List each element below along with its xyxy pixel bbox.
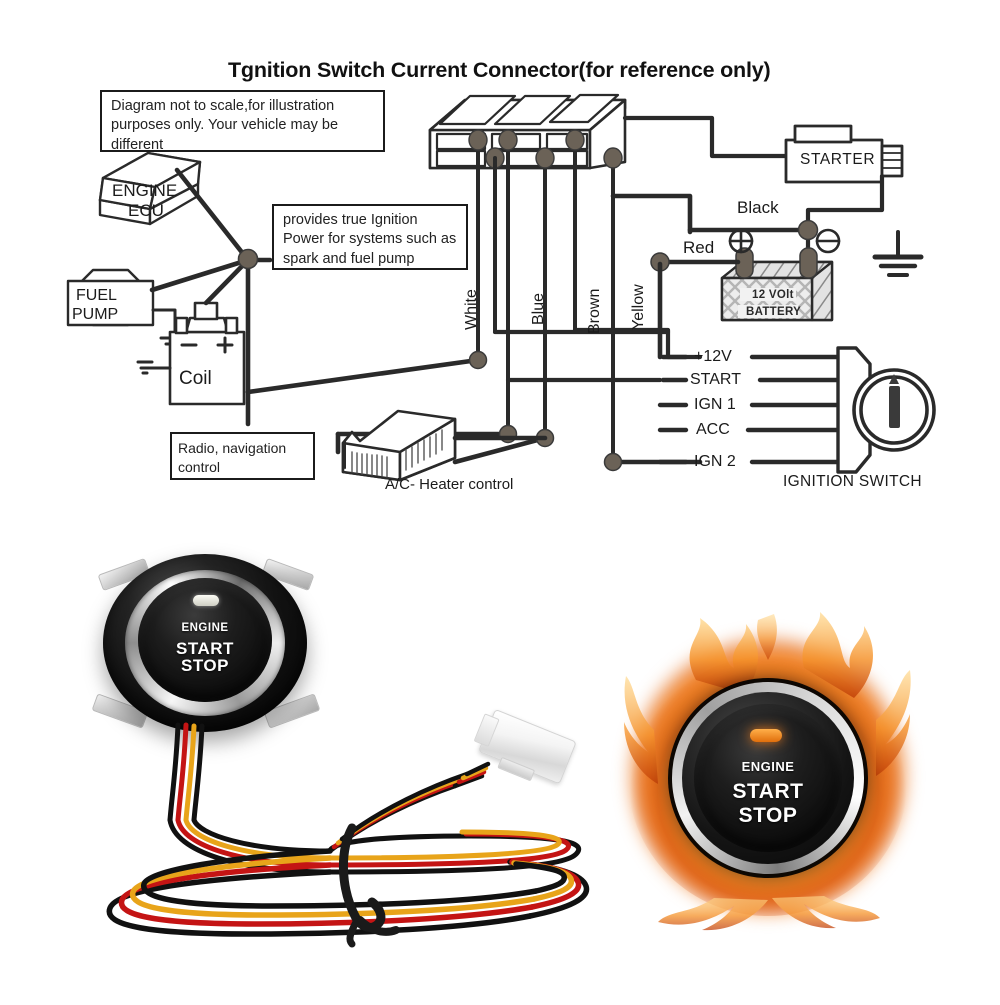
button-face[interactable]: ENGINE START STOP (138, 578, 272, 702)
fuel-pump-label-line1: FUEL (76, 287, 117, 304)
terminal-label-start: START (690, 371, 741, 388)
start-stop-button-right: ENGINE START STOP (608, 610, 928, 940)
terminal-label-12v: +12V (694, 348, 732, 365)
diagram-title: Tgnition Switch Current Connector(for re… (228, 58, 771, 82)
harness-wires (0, 520, 1000, 1000)
note-ignition-power: provides true Ignition Power for systems… (272, 204, 468, 270)
button-text-engine: ENGINE (181, 621, 229, 634)
wire-label-white: White (463, 289, 480, 330)
ignition-switch-label: IGNITION SWITCH (783, 473, 922, 490)
diagram-lines (66, 93, 936, 482)
product-photos: ENGINE START STOP (0, 520, 1000, 1000)
radio-navigation-box: Radio, navigation control (170, 432, 315, 480)
coil-label: Coil (179, 368, 212, 389)
terminal-label-acc: ACC (696, 421, 730, 438)
button-text-engine-right: ENGINE (741, 759, 795, 775)
engine-ecu-label-line2: ECU (128, 201, 164, 220)
ac-heater-label: A/C- Heater control (385, 476, 514, 493)
wire-label-yellow: Yellow (630, 284, 647, 330)
note-disclaimer: Diagram not to scale,for illustration pu… (100, 90, 385, 153)
radio-label-line2: control (178, 458, 221, 475)
starter-label: STARTER (800, 151, 876, 168)
button-text-stop-right: STOP (738, 803, 798, 827)
wire-label-red: Red (683, 238, 715, 257)
button-face-right[interactable]: ENGINE START STOP (694, 704, 842, 852)
button-text-start-right: START (732, 779, 804, 803)
start-stop-button-left: ENGINE START STOP (85, 542, 325, 752)
terminal-label-ign1: IGN 1 (694, 396, 736, 413)
battery-label-line2: BATTERY (746, 306, 802, 318)
wire-label-brown: Brown (586, 288, 603, 334)
battery-label-line1: 12 VOlt (752, 289, 794, 301)
button-text-start: START (176, 639, 234, 658)
indicator-led (192, 595, 219, 607)
wire-label-blue: Blue (530, 292, 547, 325)
zip-tie (339, 823, 400, 948)
terminal-label-ign2: IGN 2 (694, 453, 736, 470)
indicator-led-right (750, 729, 783, 743)
fuel-pump-label-line2: PUMP (72, 306, 119, 323)
engine-ecu-label-line1: ENGINE (112, 181, 178, 200)
radio-label-line1: Radio, navigation (178, 440, 287, 456)
wiring-diagram: Tgnition Switch Current Connector(for re… (66, 58, 936, 493)
button-text-stop: STOP (181, 656, 229, 676)
wire-label-black: Black (737, 198, 779, 217)
